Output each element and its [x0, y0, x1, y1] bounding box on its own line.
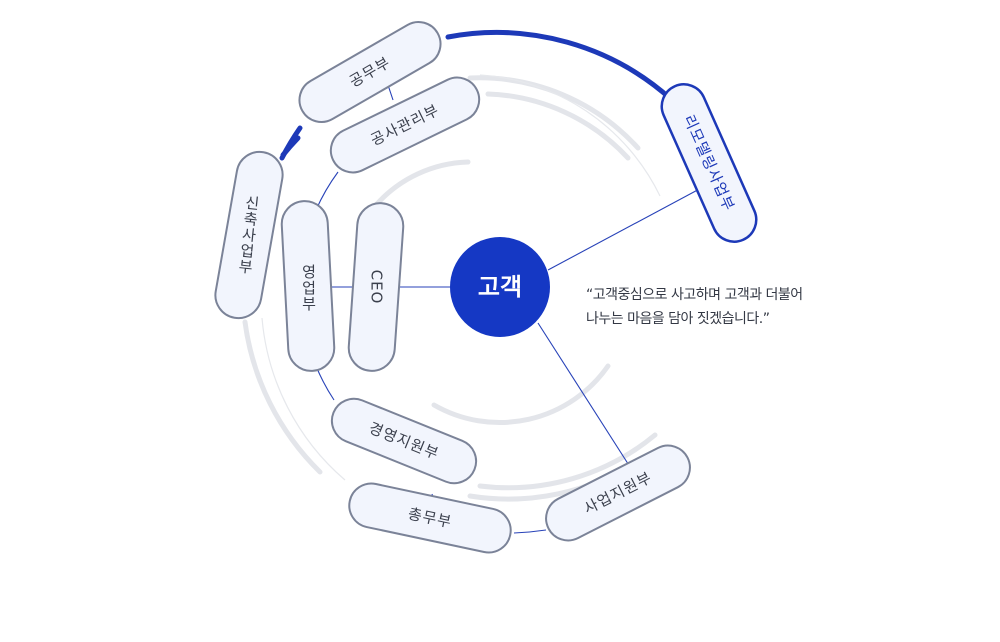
center-node: 고객 [450, 237, 550, 337]
dept-construction-mgmt-pill [329, 76, 481, 174]
dept-business-support-pill [545, 444, 691, 542]
inner-ring-bottom [315, 365, 335, 401]
ring-arc-outer-top2 [485, 91, 631, 161]
center-label: 고객 [478, 273, 522, 301]
motto-line-2: 나누는 마음을 담아 짓겠습니다.” [586, 311, 770, 327]
dept-general-affairs: 총무부 [348, 482, 512, 554]
outer-accent-arc-left [279, 125, 303, 161]
company-motto: “고객중심으로 사고하며 고객과 더불어 나누는 마음을 담아 짓겠습니다.” [586, 283, 886, 331]
dept-ceo-label: CEO [368, 270, 386, 305]
dept-management-support: 경영지원부 [330, 397, 478, 485]
ring-arc-inner-bottom [431, 363, 611, 425]
dept-ceo: CEO [347, 202, 405, 372]
thin-ring [479, 74, 661, 197]
dept-engineering-pill [298, 21, 442, 123]
dept-management-support-pill [330, 397, 478, 485]
dept-engineering: 공무부 [298, 21, 442, 123]
thin-ring-left [261, 317, 346, 481]
ring-arc-inner-top [373, 159, 471, 208]
ring-arc-outer-top [467, 75, 641, 151]
center-circle [450, 237, 550, 337]
dept-ceo-pill [347, 202, 405, 372]
dept-new-construction-pill [214, 150, 284, 320]
dept-sales-label: 영업부 [300, 264, 318, 312]
bottom-ring-link [513, 529, 547, 534]
motto-line-1: “고객중심으로 사고하며 고객과 더불어 [586, 287, 803, 303]
dept-general-affairs-pill [348, 482, 512, 554]
remodeling-link [547, 185, 706, 271]
business-support-link [537, 322, 633, 471]
inner-ring-top [315, 171, 339, 211]
dept-sales: 영업부 [280, 200, 336, 372]
ring-arc-outer-left [242, 319, 323, 475]
dept-new-construction: 신축사업부 [214, 150, 284, 320]
background-rings [242, 75, 658, 502]
dept-remodeling-pill [660, 83, 758, 243]
dept-remodeling: 리모델링사업부 [660, 83, 758, 243]
ring-arc-outer-bottom [477, 432, 658, 491]
dept-sales-pill [280, 200, 336, 372]
